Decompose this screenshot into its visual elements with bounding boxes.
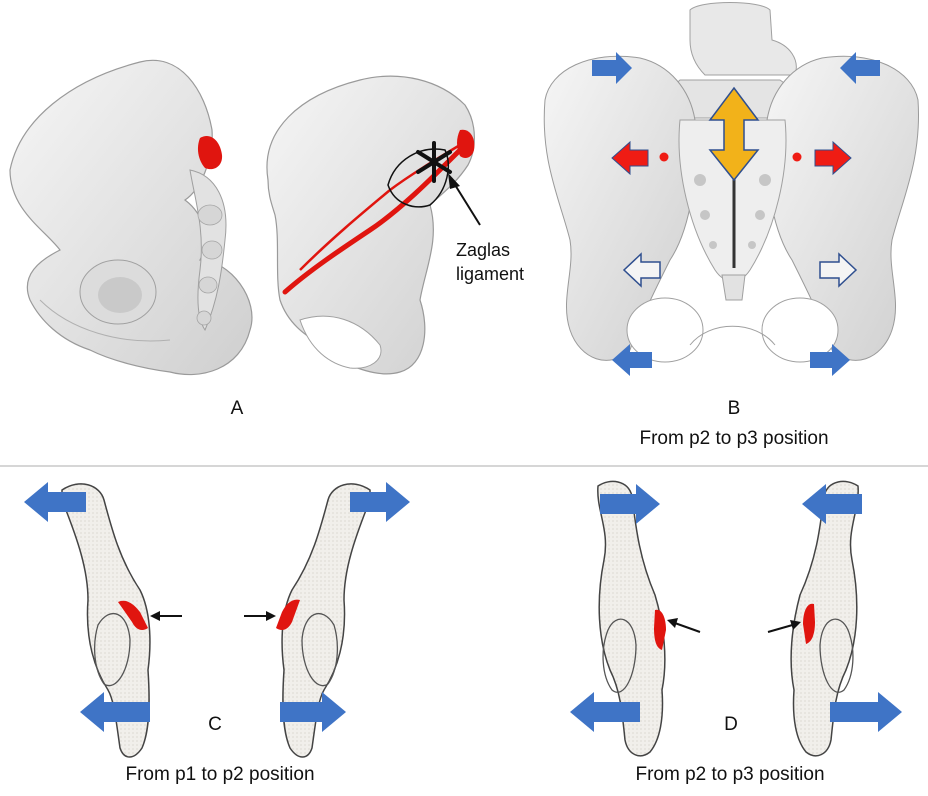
annotation-line-1: Zaglas: [456, 238, 524, 262]
pivot-dot-right: [793, 153, 802, 162]
panel-d-letter: D: [719, 714, 743, 736]
annotation-arrow: [448, 173, 480, 225]
pivot-dot-left: [660, 153, 669, 162]
pelvis-front-view: [544, 3, 918, 363]
panel-d-caption: From p2 to p3 position: [570, 764, 890, 786]
hip-bone-right-view: [267, 76, 480, 374]
panel-b-letter: B: [722, 398, 746, 420]
panel-c-letter: C: [203, 714, 227, 736]
panel-a: [10, 60, 480, 374]
hip-bone-left-view: [10, 60, 252, 374]
panel-c-caption: From p1 to p2 position: [60, 764, 380, 786]
panel-b: [544, 3, 918, 377]
panel-b-caption: From p2 to p3 position: [594, 428, 874, 450]
zaglas-ligament-label: Zaglas ligament: [456, 238, 524, 286]
arrow-right-icon: [830, 692, 902, 732]
annotation-line-2: ligament: [456, 262, 524, 286]
panel-a-letter: A: [225, 398, 249, 420]
